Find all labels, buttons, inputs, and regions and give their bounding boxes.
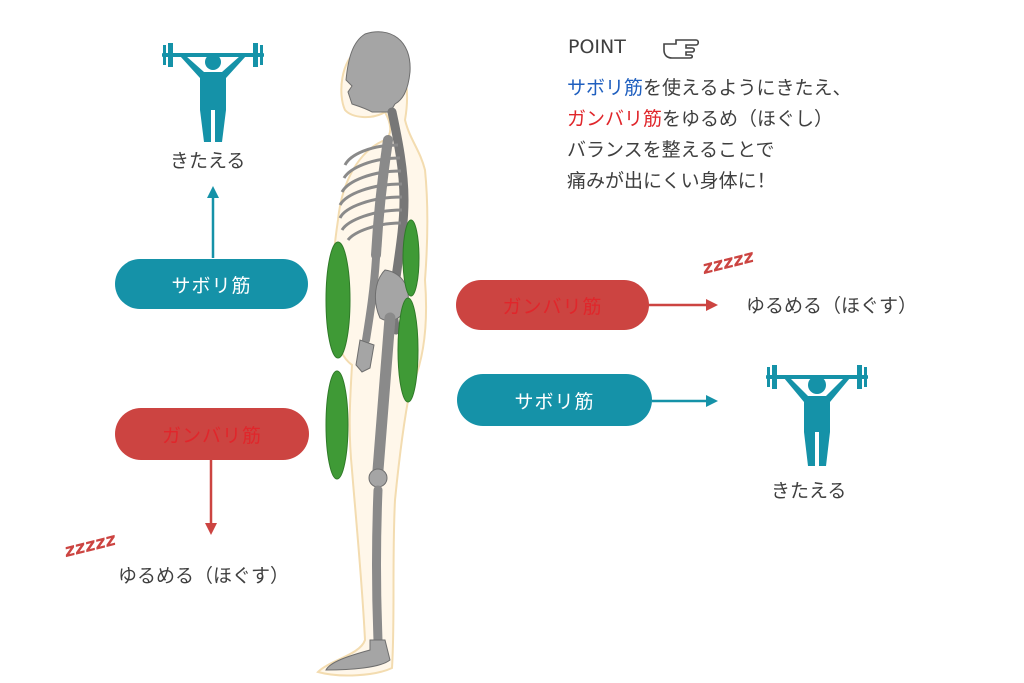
arrow-left-down: [205, 460, 217, 535]
muscle-hamstring: [397, 297, 419, 403]
right-train-label: きたえる: [771, 480, 847, 502]
weightlifter-icon: [162, 43, 264, 142]
weightlifter-icon: [766, 365, 868, 466]
tibia: [372, 485, 383, 645]
left-train-label: きたえる: [170, 150, 246, 172]
point-text: サボリ筋を使えるようにきたえ、 ガンバリ筋をゆるめ（ほぐし） バランスを整えるこ…: [567, 73, 851, 197]
point-highlight-sabori: サボリ筋: [567, 77, 644, 99]
humerus: [371, 135, 393, 260]
pointing-hand-icon: [663, 39, 700, 59]
muscles: [325, 219, 420, 480]
point-line-2: ガンバリ筋をゆるめ（ほぐし）: [567, 104, 851, 135]
foot: [325, 639, 391, 671]
pelvis: [374, 269, 409, 322]
right-ganbari-pill: ガンバリ筋: [456, 280, 649, 330]
point-highlight-ganbari: ガンバリ筋: [567, 108, 663, 130]
point-title: POINT: [568, 36, 626, 58]
left-sabori-pill: サボリ筋: [115, 259, 308, 309]
right-sabori-pill: サボリ筋: [457, 374, 652, 426]
point-line-3: バランスを整えることで: [567, 139, 775, 161]
left-ganbari-pill: ガンバリ筋: [115, 408, 309, 460]
muscle-back: [402, 219, 420, 297]
rib-cage: [338, 143, 403, 242]
arrow-right-teal: [652, 395, 718, 407]
forearm: [362, 254, 380, 344]
muscle-abdomen: [325, 241, 351, 359]
skull: [345, 31, 411, 113]
skeleton-illustration: [325, 31, 411, 671]
point-line-2-rest: をゆるめ（ほぐし）: [662, 108, 834, 130]
femur: [372, 312, 396, 476]
point-line-4: 痛みが出にくい身体に！: [567, 170, 776, 192]
knee: [368, 468, 388, 488]
point-line-1-rest: を使えるようにきたえ、: [643, 77, 852, 99]
point-line-1: サボリ筋を使えるようにきたえ、: [567, 73, 851, 104]
muscle-thigh-front: [325, 370, 349, 480]
arrow-right-red: [648, 299, 718, 311]
right-relax-label: ゆるめる（ほぐす）: [746, 295, 918, 317]
left-relax-label: ゆるめる（ほぐす）: [118, 565, 290, 587]
arrow-left-up: [207, 186, 219, 258]
hand: [355, 339, 375, 373]
